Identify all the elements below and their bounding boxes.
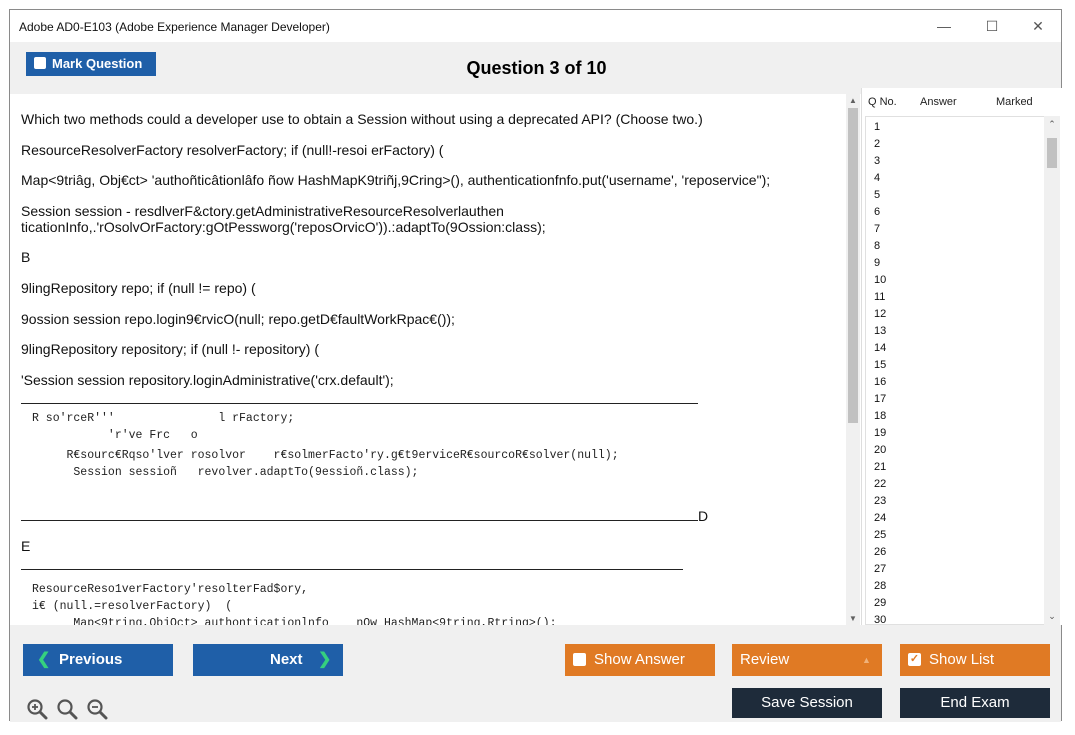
question-list-row[interactable]: 22 bbox=[874, 478, 887, 490]
show-list-button[interactable]: ✓ Show List bbox=[900, 644, 1050, 676]
question-list-row[interactable]: 15 bbox=[874, 359, 887, 371]
scroll-down-icon[interactable]: ⌄ bbox=[1048, 611, 1056, 621]
question-list-row[interactable]: 9 bbox=[874, 257, 881, 269]
maximize-icon[interactable]: ☐ bbox=[985, 18, 999, 34]
show-list-label: Show List bbox=[929, 651, 995, 668]
header-answer: Answer bbox=[920, 96, 957, 108]
content-scrollbar[interactable]: ▲ ▼ bbox=[846, 94, 860, 625]
option-b-line-1: 9lingRepository repo; if (null != repo) … bbox=[21, 280, 256, 296]
option-e-code-line-2: i€ (null.=resolverFactory) ( bbox=[32, 600, 233, 613]
question-list-row[interactable]: 6 bbox=[874, 206, 881, 218]
question-list-row[interactable]: 10 bbox=[874, 274, 887, 286]
option-a-line-3: Session session - resdlverF&ctory.getAdm… bbox=[21, 203, 504, 219]
next-button[interactable]: Next ❯ bbox=[193, 644, 343, 676]
question-header: Mark Question Question 3 of 10 bbox=[10, 42, 1061, 94]
end-exam-button[interactable]: End Exam bbox=[900, 688, 1050, 718]
divider bbox=[21, 520, 698, 521]
question-list-row[interactable]: 7 bbox=[874, 223, 881, 235]
scroll-up-icon[interactable]: ▲ bbox=[849, 96, 857, 105]
question-list-scrollbar[interactable]: ⌃ ⌄ bbox=[1044, 116, 1060, 625]
question-list-row[interactable]: 19 bbox=[874, 427, 887, 439]
question-list-row[interactable]: 18 bbox=[874, 410, 887, 422]
question-list-row[interactable]: 30 bbox=[874, 614, 887, 626]
chevron-right-icon: ❯ bbox=[318, 651, 332, 668]
option-b-line-2: 9ossion session repo.login9€rvicO(null; … bbox=[21, 311, 455, 327]
mark-question-label: Mark Question bbox=[52, 56, 143, 71]
review-label: Review bbox=[740, 651, 790, 668]
next-label: Next bbox=[270, 651, 303, 668]
mark-question-button[interactable]: Mark Question bbox=[26, 52, 156, 76]
question-list-row[interactable]: 24 bbox=[874, 512, 887, 524]
chevron-left-icon: ❮ bbox=[37, 651, 51, 668]
divider bbox=[21, 569, 683, 570]
scroll-down-icon[interactable]: ▼ bbox=[849, 614, 857, 623]
header-marked: Marked bbox=[996, 96, 1033, 108]
option-e-label: E bbox=[21, 538, 31, 554]
question-list-row[interactable]: 20 bbox=[874, 444, 887, 456]
option-b-label: B bbox=[21, 249, 31, 265]
checkmark-icon: ✓ bbox=[908, 653, 921, 666]
close-icon[interactable]: ✕ bbox=[1032, 18, 1044, 34]
chevron-up-icon: ▲ bbox=[862, 655, 871, 665]
scrollbar-thumb[interactable] bbox=[848, 108, 858, 423]
option-c-code-line-1: R so'rceR''' l rFactory; bbox=[32, 412, 295, 425]
scrollbar-thumb[interactable] bbox=[1047, 138, 1057, 168]
app-window: Adobe AD0-E103 (Adobe Experience Manager… bbox=[9, 9, 1062, 722]
previous-button[interactable]: ❮ Previous bbox=[23, 644, 173, 676]
question-list-row[interactable]: 1 bbox=[874, 121, 881, 133]
option-a-line-1: ResourceResolverFactory resolverFactory;… bbox=[21, 142, 444, 158]
question-list-row[interactable]: 11 bbox=[874, 291, 886, 303]
question-list-row[interactable]: 17 bbox=[874, 393, 887, 405]
checkbox-icon bbox=[573, 653, 586, 666]
question-list-row[interactable]: 4 bbox=[874, 172, 881, 184]
option-e-code-line-3: Map<9tring,ObjOct> authonticationlnfo nO… bbox=[32, 617, 557, 625]
question-list-row[interactable]: 16 bbox=[874, 376, 887, 388]
question-title: Question 3 of 10 bbox=[466, 58, 607, 78]
review-button[interactable]: Review ▲ bbox=[732, 644, 882, 676]
option-b-line-4: 'Session session repository.loginAdminis… bbox=[21, 372, 394, 388]
question-list-row[interactable]: 21 bbox=[874, 461, 887, 473]
footer-toolbar: ❮ Previous Next ❯ Show Answer Review ▲ ✓… bbox=[10, 625, 1061, 722]
question-list-row[interactable]: 23 bbox=[874, 495, 887, 507]
option-d-label: D bbox=[698, 508, 709, 524]
question-list-row[interactable]: 3 bbox=[874, 155, 881, 167]
divider bbox=[21, 403, 698, 404]
question-content: Which two methods could a developer use … bbox=[10, 94, 846, 625]
question-list-row[interactable]: 8 bbox=[874, 240, 881, 252]
show-answer-button[interactable]: Show Answer bbox=[565, 644, 715, 676]
option-c-code-line-3: R€sourc€Rqso'lver rosolvor r€solmerFacto… bbox=[32, 449, 619, 462]
show-answer-label: Show Answer bbox=[594, 651, 685, 668]
option-b-line-3: 9lingRepository repository; if (null !- … bbox=[21, 341, 319, 357]
save-session-button[interactable]: Save Session bbox=[732, 688, 882, 718]
option-e-code-line-1: ResourceReso1verFactory'resolterFad$ory, bbox=[32, 583, 309, 596]
question-list-row[interactable]: 25 bbox=[874, 529, 887, 541]
question-list-row[interactable]: 12 bbox=[874, 308, 887, 320]
question-list-row[interactable]: 14 bbox=[874, 342, 887, 354]
question-list-header: Q No. Answer Marked bbox=[862, 88, 1062, 116]
option-c-code-line-4: Session sessioñ revolver.adaptTo(9essioñ… bbox=[32, 466, 419, 479]
question-list-row[interactable]: 26 bbox=[874, 546, 887, 558]
question-list-row[interactable]: 5 bbox=[874, 189, 881, 201]
scroll-up-icon[interactable]: ⌃ bbox=[1048, 119, 1056, 129]
question-text: Which two methods could a developer use … bbox=[21, 111, 703, 127]
question-list-row[interactable]: 29 bbox=[874, 597, 887, 609]
option-a-line-2: Map<9triâg, Obj€ct> 'authoñticâtionlâfo … bbox=[21, 172, 771, 188]
previous-label: Previous bbox=[59, 651, 123, 668]
zoom-reset-icon[interactable] bbox=[56, 698, 78, 720]
question-list-row[interactable]: 2 bbox=[874, 138, 881, 150]
zoom-in-icon[interactable] bbox=[26, 698, 48, 720]
zoom-out-icon[interactable] bbox=[86, 698, 108, 720]
question-list-row[interactable]: 27 bbox=[874, 563, 887, 575]
header-qno: Q No. bbox=[868, 96, 897, 108]
minimize-icon[interactable]: — bbox=[937, 18, 951, 34]
window-title: Adobe AD0-E103 (Adobe Experience Manager… bbox=[19, 20, 330, 34]
option-a-line-4: ticationInfo,.'rOsolvOrFactory:gOtPesswo… bbox=[21, 219, 546, 235]
title-bar: Adobe AD0-E103 (Adobe Experience Manager… bbox=[10, 10, 1061, 42]
option-c-code-line-2: 'r've Frc o bbox=[32, 429, 198, 442]
question-list-row[interactable]: 13 bbox=[874, 325, 887, 337]
question-list-row[interactable]: 28 bbox=[874, 580, 887, 592]
checkbox-icon bbox=[34, 57, 46, 69]
